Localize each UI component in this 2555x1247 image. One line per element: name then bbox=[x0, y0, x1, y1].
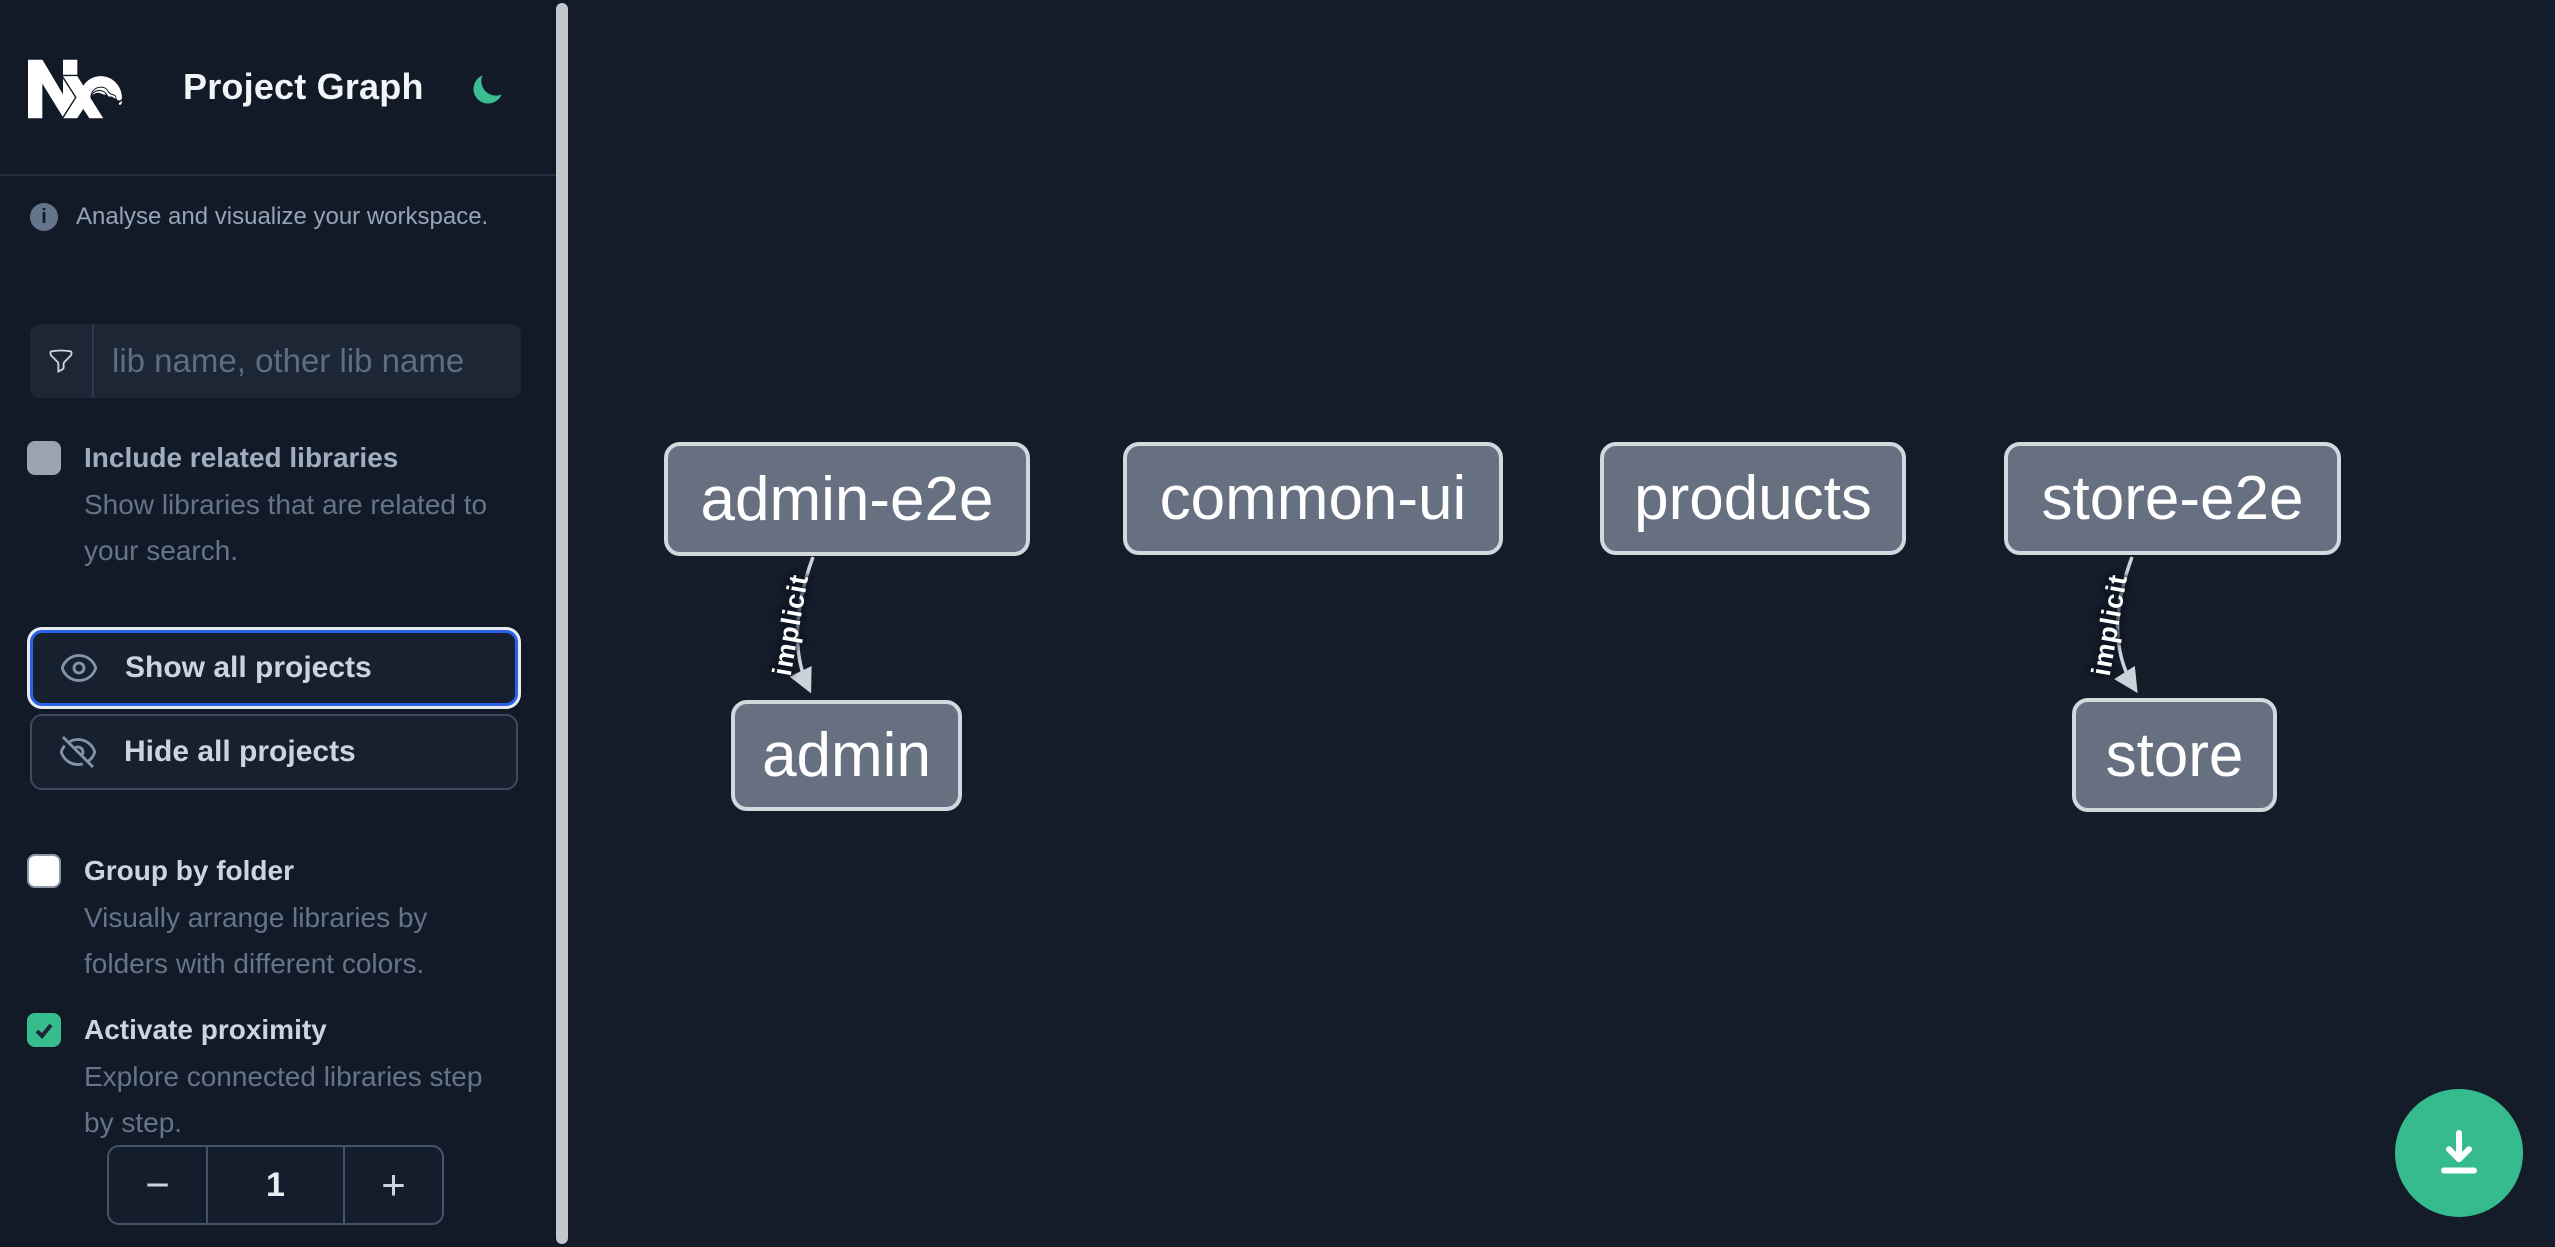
button-label: Show all projects bbox=[125, 651, 372, 684]
show-all-projects-button[interactable]: Show all projects bbox=[30, 630, 518, 706]
download-icon bbox=[2441, 1130, 2477, 1174]
checkbox-include-related[interactable] bbox=[27, 441, 61, 475]
hide-all-projects-button[interactable]: Hide all projects bbox=[30, 714, 518, 790]
checkbox-group-by-folder[interactable] bbox=[27, 854, 61, 888]
moon-icon[interactable] bbox=[467, 71, 507, 111]
search-input[interactable] bbox=[94, 324, 521, 398]
sidebar: Project Graph i Analyse and visualize yo… bbox=[0, 0, 558, 1247]
info-text: Analyse and visualize your workspace. bbox=[76, 203, 489, 230]
increment-button[interactable]: + bbox=[343, 1147, 442, 1223]
graph-node-products[interactable]: products bbox=[1600, 442, 1906, 555]
button-label: Hide all projects bbox=[124, 735, 356, 768]
option-label: Activate proximity bbox=[84, 1014, 327, 1045]
save-image-button[interactable] bbox=[2395, 1089, 2523, 1217]
option-group-by-folder: Group by folder Visually arrange librari… bbox=[27, 852, 513, 987]
filter-funnel-icon bbox=[30, 324, 94, 398]
option-activate-proximity: Activate proximity Explore connected lib… bbox=[27, 1011, 513, 1146]
check-icon bbox=[35, 1023, 53, 1039]
filter-search-box bbox=[30, 324, 521, 398]
nx-logo-icon bbox=[26, 42, 124, 136]
option-description: Visually arrange libraries by folders wi… bbox=[84, 902, 428, 979]
option-description: Explore connected libraries step by step… bbox=[84, 1061, 483, 1138]
decrement-button[interactable]: − bbox=[109, 1147, 208, 1223]
info-icon: i bbox=[30, 203, 58, 231]
graph-node-admin[interactable]: admin bbox=[731, 700, 962, 811]
checkbox-activate-proximity[interactable] bbox=[27, 1013, 61, 1047]
stepper-value: 1 bbox=[266, 1165, 285, 1204]
graph-node-store-e2e[interactable]: store-e2e bbox=[2004, 442, 2341, 555]
graph-node-admin-e2e[interactable]: admin-e2e bbox=[664, 442, 1030, 556]
graph-node-store[interactable]: store bbox=[2072, 698, 2277, 812]
option-label: Group by folder bbox=[84, 855, 294, 886]
option-label: Include related libraries bbox=[84, 442, 399, 473]
sidebar-resize-handle[interactable] bbox=[556, 3, 568, 1244]
graph-node-common-ui[interactable]: common-ui bbox=[1123, 442, 1503, 555]
sidebar-header: Project Graph bbox=[0, 0, 558, 176]
eye-slash-icon bbox=[59, 735, 97, 769]
page-title: Project Graph bbox=[183, 66, 424, 107]
option-description: Show libraries that are related to your … bbox=[84, 489, 488, 566]
graph-canvas[interactable] bbox=[568, 0, 2555, 1247]
option-include-related: Include related libraries Show libraries… bbox=[27, 439, 513, 574]
workspace-info: i Analyse and visualize your workspace. bbox=[30, 203, 488, 231]
proximity-depth-stepper: − 1 + bbox=[107, 1145, 444, 1225]
eye-icon bbox=[60, 654, 98, 682]
